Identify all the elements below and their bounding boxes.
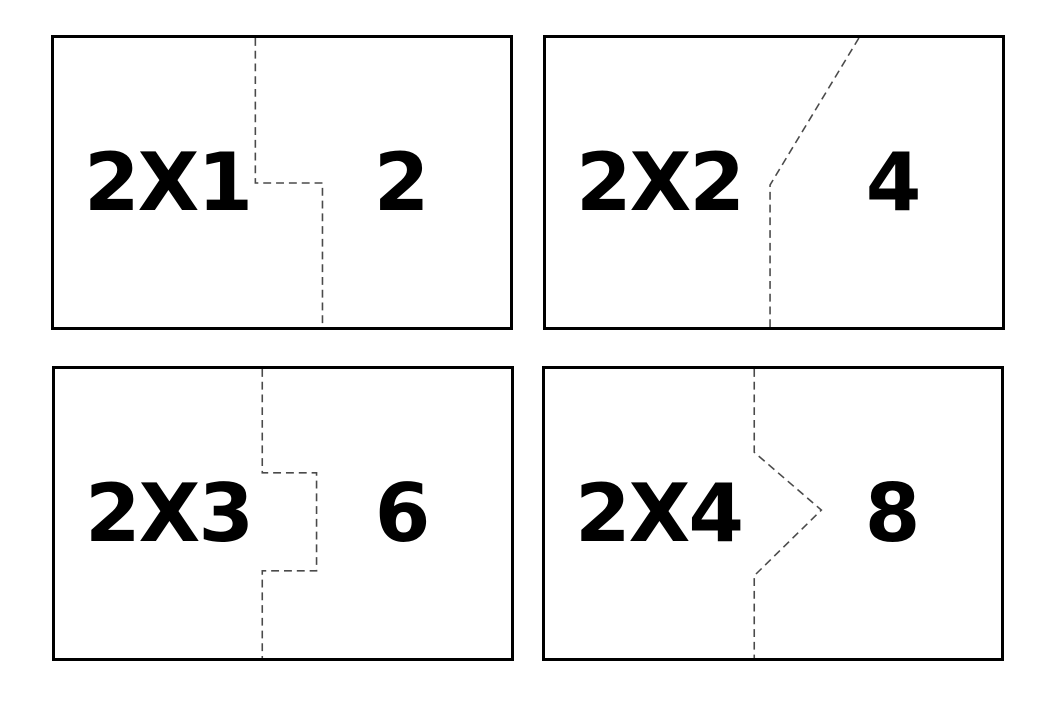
problem-text: 2X3	[85, 466, 254, 560]
flashcard-2x4: 2X4 8	[542, 366, 1004, 661]
answer-text: 8	[864, 466, 921, 560]
answer-text: 4	[865, 135, 922, 229]
answer-text: 2	[373, 135, 430, 229]
flashcard-2x3: 2X3 6	[52, 366, 514, 661]
cut-line-chevron-icon	[753, 369, 823, 658]
answer-text: 6	[374, 466, 431, 560]
problem-text: 2X2	[576, 135, 745, 229]
cut-line-diagonal-icon	[769, 38, 860, 327]
cut-line-step-icon	[254, 38, 324, 327]
flashcard-2x2: 2X2 4	[543, 35, 1005, 330]
problem-text: 2X4	[575, 466, 744, 560]
cut-line-square-tab-icon	[261, 369, 318, 658]
flashcard-2x1: 2X1 2	[51, 35, 513, 330]
problem-text: 2X1	[84, 135, 253, 229]
